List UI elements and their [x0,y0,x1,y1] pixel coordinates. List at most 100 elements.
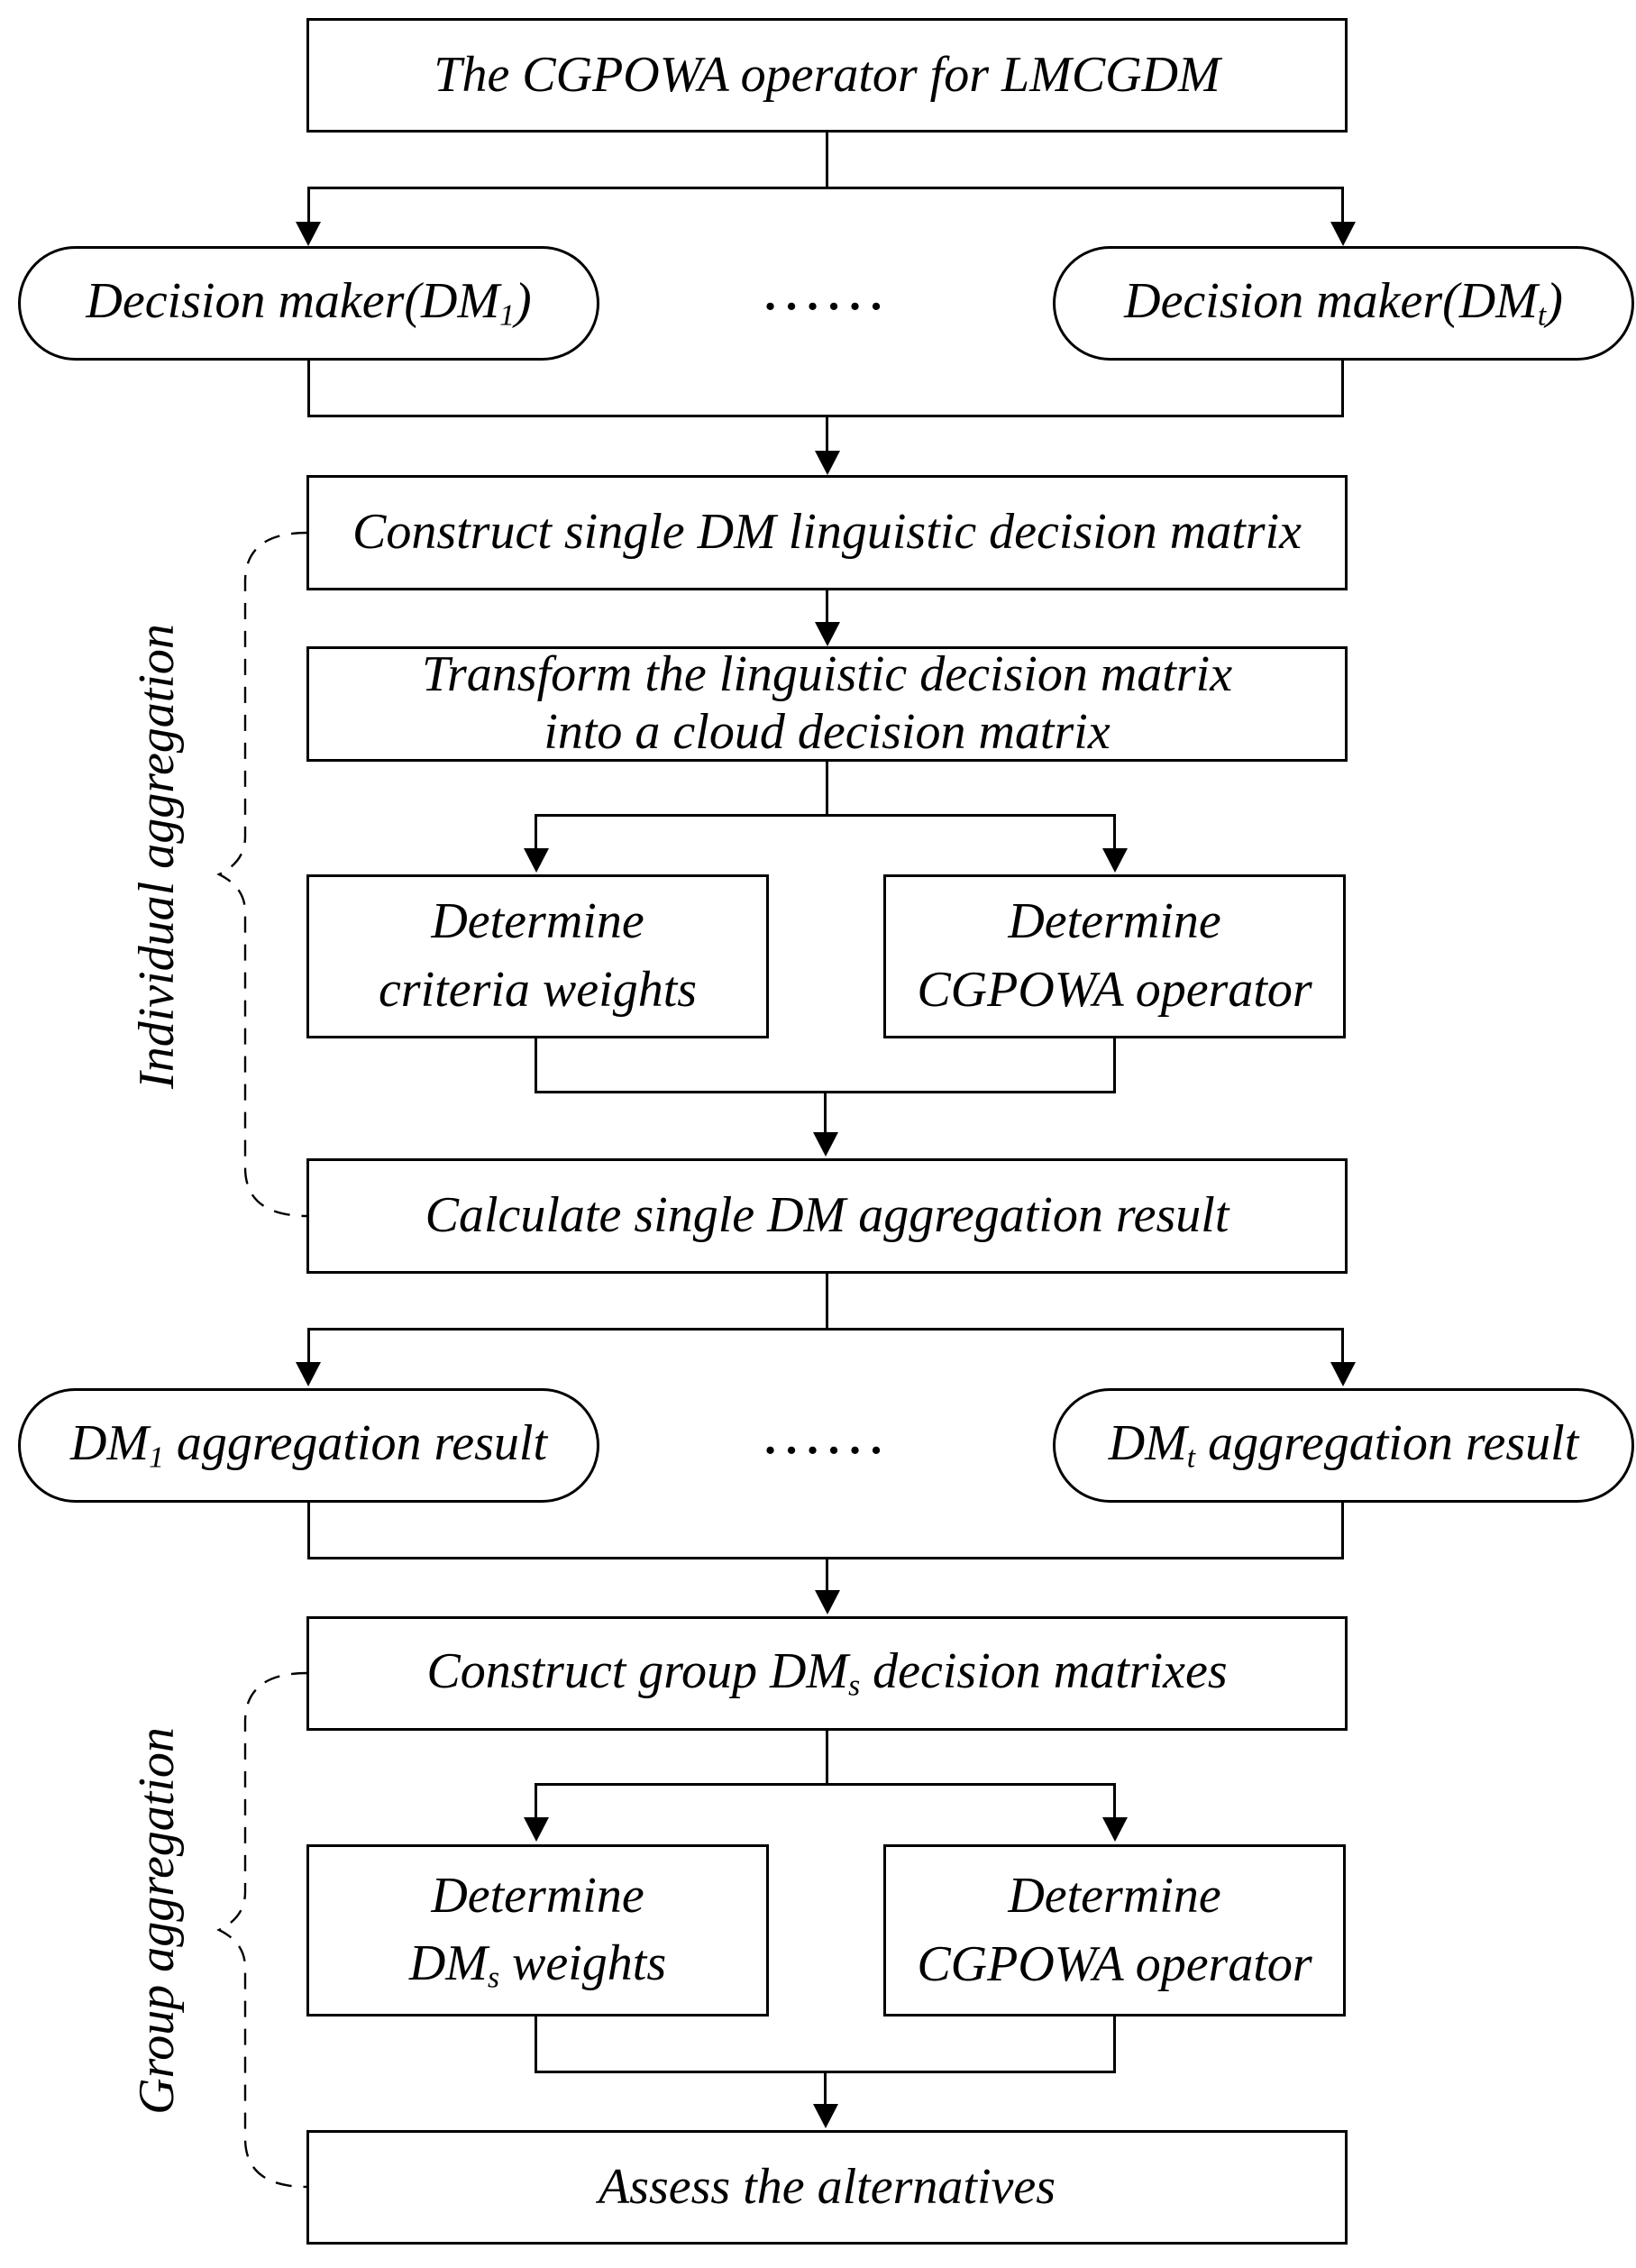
arrow-down-icon [1102,1817,1128,1842]
node-label-line1: Determine [431,1867,644,1924]
connector-line [535,1783,1116,1786]
node-label: Construct single DM linguistic decision … [352,504,1302,561]
group-aggregation-label: Group aggregation [129,1727,185,2115]
connector-line [826,1557,828,1590]
node-label: Decision maker(DM1) [86,273,531,334]
label-text: ) [514,273,532,330]
arrow-down-icon [296,222,321,246]
connector-line [535,2017,537,2071]
arrow-down-icon [1330,222,1356,246]
connector-line [1113,1038,1116,1091]
node-label: Construct group DMs decision matrixes [426,1643,1227,1704]
node-label: DM1 aggregation result [70,1415,547,1476]
connector-line [824,1091,827,1132]
node-determine-cgpowa-operator-individual: Determine CGPOWA operator [883,874,1346,1038]
label-text: DM [408,1935,488,1992]
connector-line [826,415,828,452]
label-text: Construct group DM [426,1643,849,1700]
connector-line [826,590,828,623]
node-determine-cgpowa-operator-group: Determine CGPOWA operator [883,1844,1346,2017]
label-subscript: s [487,1961,500,1995]
ellipsis-results: ...... [763,1398,891,1468]
label-text: Decision maker(DM [1124,273,1538,330]
node-label: DMt aggregation result [1109,1415,1579,1476]
node-label-line1: Determine [1008,893,1221,950]
connector-line [307,1503,310,1557]
connector-line [307,1328,310,1362]
connector-line [535,1038,537,1091]
label-subscript: s [848,1669,861,1703]
connector-line [1341,361,1344,415]
label-text: Decision maker(DM [86,273,500,330]
connector-line [1113,814,1116,849]
arrow-down-icon [524,848,549,873]
label-text: DM [1108,1415,1187,1472]
node-dm1-aggregation-result: DM1 aggregation result [18,1388,599,1503]
connector-line [826,133,828,187]
individual-aggregation-label: Individual aggregation [129,624,185,1089]
connector-line [1113,2017,1116,2071]
arrow-down-icon [813,1132,838,1157]
node-label-line2: CGPOWA operator [917,1935,1312,1992]
node-title-label: The CGPOWA operator for LMCGDM [434,46,1220,103]
connector-line [535,814,1116,817]
node-decision-maker-t: Decision maker(DMt) [1053,246,1634,361]
label-subscript: t [1186,1440,1196,1475]
node-label-line1: Determine [431,893,644,950]
connector-line [826,762,828,814]
connector-line [307,187,1344,189]
ellipsis-decision-makers: ...... [763,254,891,324]
node-label-line2: criteria weights [378,962,698,1018]
individual-aggregation-brace [216,531,308,1218]
node-determine-dm-weights: Determine DMs weights [306,1844,769,2017]
label-subscript: 1 [499,298,515,333]
connector-line [535,1783,537,1817]
node-label: Calculate single DM aggregation result [425,1187,1229,1244]
label-subscript: 1 [149,1440,164,1475]
connector-line [1113,1783,1116,1817]
arrow-down-icon [1102,848,1128,873]
connector-line [535,814,537,849]
label-text: ) [1546,273,1563,330]
node-label-line2: CGPOWA operator [917,962,1312,1018]
node-title: The CGPOWA operator for LMCGDM [306,18,1348,133]
node-dmt-aggregation-result: DMt aggregation result [1053,1388,1634,1503]
node-construct-group-matrixes: Construct group DMs decision matrixes [306,1616,1348,1731]
label-text: weights [499,1935,667,1992]
connector-line [824,2071,827,2104]
node-label-line1: Determine [1008,1867,1221,1924]
node-construct-single-matrix: Construct single DM linguistic decision … [306,475,1348,590]
node-determine-criteria-weights: Determine criteria weights [306,874,769,1038]
node-label: Decision maker(DMt) [1124,273,1563,334]
connector-line [1341,1503,1344,1557]
node-label-line2: DMs weights [409,1930,666,1998]
arrow-down-icon [1330,1362,1356,1386]
label-text: DM [69,1415,150,1472]
connector-line [1341,1328,1344,1362]
connector-line [1341,187,1344,224]
label-text: aggregation result [163,1415,548,1472]
arrow-down-icon [524,1817,549,1842]
node-label: Assess the alternatives [598,2158,1056,2215]
connector-line [307,361,310,415]
label-subscript: t [1537,298,1547,333]
connector-line [307,187,310,224]
arrow-down-icon [815,1590,840,1614]
label-text: aggregation result [1195,1415,1579,1472]
node-label-line1: Transform the linguistic decision matrix [421,646,1233,703]
connector-line [826,1731,828,1783]
node-label-line2: into a cloud decision matrix [544,704,1110,760]
label-text: decision matrixes [860,1643,1228,1700]
node-assess-alternatives: Assess the alternatives [306,2130,1348,2245]
arrow-down-icon [815,622,840,646]
node-calculate-single-result: Calculate single DM aggregation result [306,1158,1348,1274]
node-decision-maker-1: Decision maker(DM1) [18,246,599,361]
arrow-down-icon [813,2104,838,2128]
group-aggregation-brace [216,1671,308,2189]
arrow-down-icon [296,1362,321,1386]
connector-line [826,1274,828,1328]
connector-line [307,1328,1344,1331]
node-transform-matrix: Transform the linguistic decision matrix… [306,646,1348,762]
